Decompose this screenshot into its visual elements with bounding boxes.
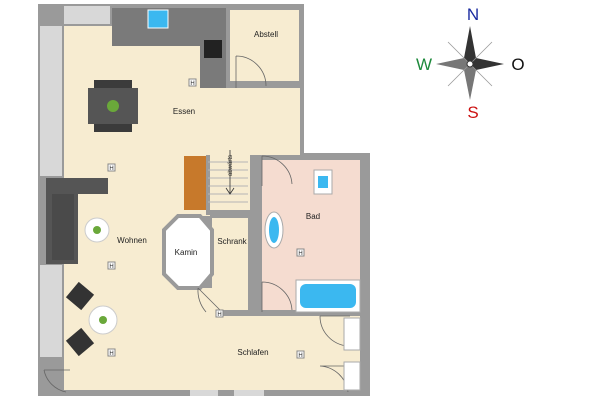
compass-east: O (511, 55, 524, 74)
compass-needle-west-icon (436, 58, 470, 70)
stove (204, 40, 222, 58)
floor-abstell (230, 10, 299, 81)
room-label-wohnen: Wohnen (117, 236, 147, 245)
lounge-set (65, 281, 118, 357)
sink (147, 9, 169, 29)
compass-rose: N S W O (416, 5, 525, 122)
room-labels: Abstell Essen Wohnen Kamin Schrank Bad S… (117, 30, 320, 357)
bath-fixtures (264, 169, 361, 313)
stairs (184, 150, 248, 210)
compass-needle-north-icon (464, 26, 476, 64)
interior-walls (206, 6, 370, 396)
plant-icon (99, 316, 107, 324)
svg-text:H: H (109, 166, 113, 172)
svg-text:H: H (298, 251, 302, 257)
plant-icon (93, 226, 101, 234)
dining-table (88, 80, 138, 132)
svg-text:H: H (298, 353, 302, 359)
compass-south: S (467, 103, 478, 122)
svg-text:H: H (190, 81, 194, 87)
svg-text:H: H (217, 312, 221, 318)
room-label-essen: Essen (173, 107, 195, 116)
floor-schrank (212, 218, 248, 310)
windows (40, 6, 264, 396)
svg-text:H: H (109, 351, 113, 357)
compass-west: W (416, 55, 432, 74)
stairs-label: abwärts (228, 155, 234, 176)
room-label-bad: Bad (306, 212, 320, 221)
kitchen (112, 8, 226, 88)
doors (43, 55, 350, 393)
fireplace (162, 214, 214, 290)
svg-text:H: H (109, 264, 113, 270)
room-label-kamin: Kamin (175, 248, 198, 257)
room-label-schlafen: Schlafen (237, 348, 268, 357)
room-label-schrank: Schrank (217, 237, 247, 246)
socket-markers: H H H H H H H (107, 78, 305, 359)
compass-needle-east-icon (470, 58, 504, 70)
compass-north: N (467, 5, 479, 24)
bed-area (343, 317, 361, 391)
sofa (46, 178, 108, 264)
plant-icon (107, 100, 119, 112)
room-label-abstell: Abstell (254, 30, 278, 39)
compass-needle-south-icon (464, 64, 476, 100)
